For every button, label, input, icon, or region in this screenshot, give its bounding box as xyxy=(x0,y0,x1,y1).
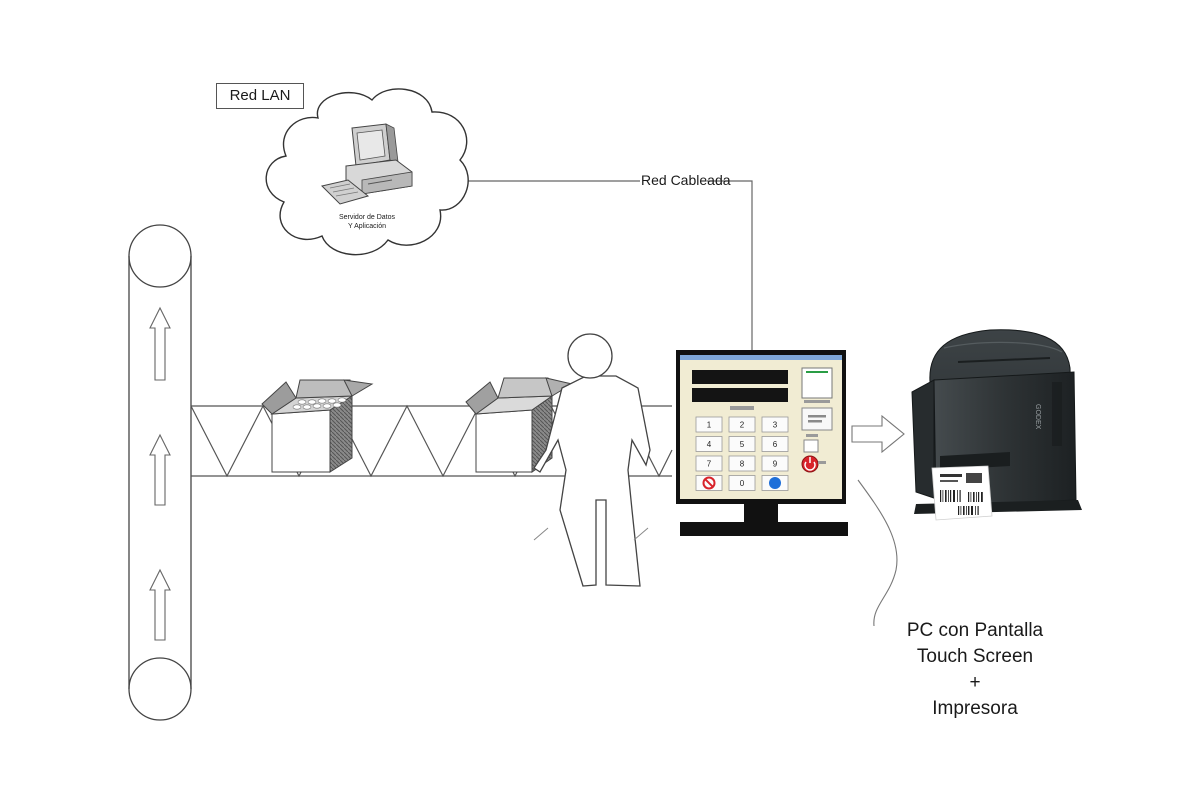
keypad-key-9[interactable]: 9 xyxy=(761,455,789,472)
wired-network-label: Red Cableada xyxy=(641,172,731,188)
vertical-conveyor xyxy=(128,224,192,721)
display-bar-1 xyxy=(692,370,788,384)
keypad-key-2[interactable]: 2 xyxy=(728,416,756,433)
screen-side-label xyxy=(804,400,830,403)
side-option-button[interactable] xyxy=(801,407,833,431)
keypad-key-label: 1 xyxy=(707,421,712,430)
wired-network-line xyxy=(462,180,753,352)
server-caption-line-2: Y Aplicación xyxy=(347,223,386,230)
keypad-key-5[interactable]: 5 xyxy=(728,436,756,452)
keypad-key-8[interactable]: 8 xyxy=(728,455,756,472)
callout-line xyxy=(857,479,898,627)
open-box xyxy=(465,377,574,473)
pc-caption-line-1: PC con Pantalla xyxy=(906,620,1044,641)
keypad-key-0[interactable]: 0 xyxy=(728,475,756,491)
keypad-key-6[interactable]: 6 xyxy=(761,436,789,452)
keypad-key-label: 2 xyxy=(740,421,745,430)
keypad-key-label: 3 xyxy=(773,421,778,430)
quantity-selector[interactable] xyxy=(803,439,819,453)
printed-label xyxy=(931,465,993,521)
pc-caption: PC con Pantalla Touch Screen + Impresora xyxy=(870,618,1080,722)
keypad-key-label: 8 xyxy=(740,460,745,469)
keypad-key-label: 9 xyxy=(773,460,778,469)
keypad: 1 2 3 4 5 6 7 8 9 0 xyxy=(695,416,789,491)
printer-brand: GODEX xyxy=(1034,404,1041,430)
server-caption-line-1: Servidor de Datos xyxy=(338,214,396,221)
keypad-key-1[interactable]: 1 xyxy=(695,416,723,433)
display-bar-2 xyxy=(692,388,788,402)
keypad-key-7[interactable]: 7 xyxy=(695,455,723,472)
confirm-icon[interactable] xyxy=(761,475,789,491)
keypad-key-label: 6 xyxy=(773,440,778,449)
pc-caption-line-2: Touch Screen xyxy=(916,646,1034,667)
pc-caption-line-4: Impresora xyxy=(932,698,1018,719)
server-computer-icon xyxy=(321,123,413,205)
cancel-icon[interactable] xyxy=(695,475,723,491)
keypad-key-label: 0 xyxy=(740,479,745,488)
up-arrow-icon xyxy=(149,306,171,641)
box-with-bottles xyxy=(261,379,374,473)
touch-screen-ui xyxy=(692,367,833,473)
screen-small-label xyxy=(730,406,754,410)
keypad-key-label: 4 xyxy=(707,440,712,449)
keypad-key-4[interactable]: 4 xyxy=(695,436,723,452)
lan-label: Red LAN xyxy=(216,83,304,109)
keypad-key-3[interactable]: 3 xyxy=(761,416,789,433)
keypad-key-label: 5 xyxy=(740,440,745,449)
operator-figure xyxy=(533,333,651,587)
server-caption: Servidor de Datos Y Aplicación xyxy=(322,213,412,231)
pc-caption-line-3: + xyxy=(969,672,981,693)
keypad-key-label: 7 xyxy=(707,460,712,469)
output-arrow-icon xyxy=(851,414,905,454)
label-printer: GODEX xyxy=(911,329,1082,514)
